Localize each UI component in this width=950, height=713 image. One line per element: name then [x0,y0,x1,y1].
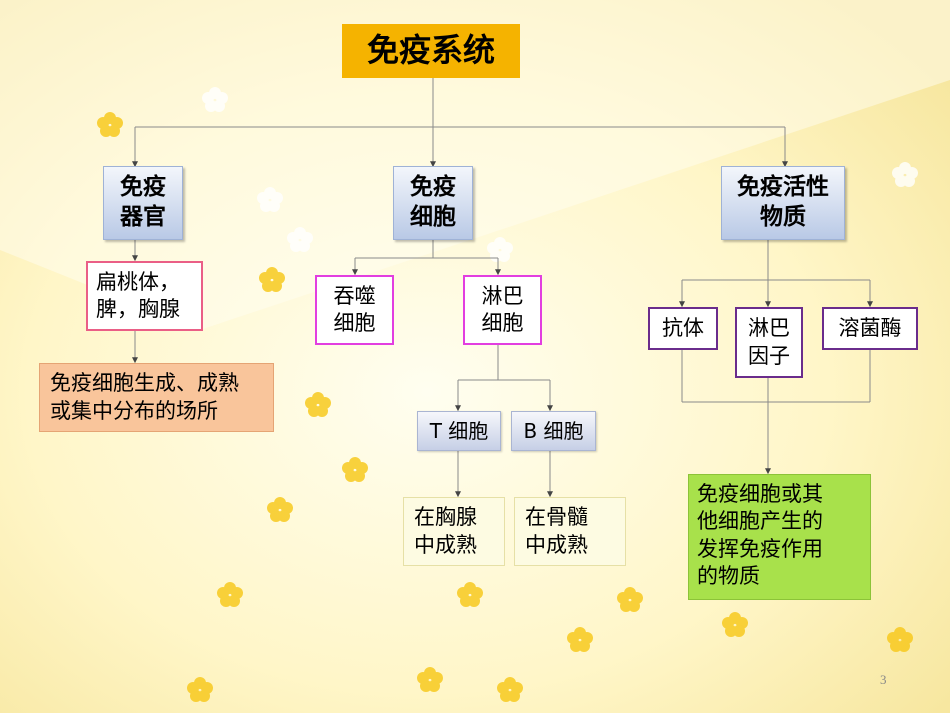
node-phagocyte-text: 吞噬 细胞 [333,283,376,335]
node-immune-organs: 免疫 器官 [103,166,183,240]
node-lysozyme-text: 溶菌酶 [838,315,902,340]
node-antibody: 抗体 [648,307,718,350]
node-b-cell-origin: 在骨髓 中成熟 [514,497,626,566]
page-number: 3 [880,672,887,687]
node-lymphocyte: 淋巴 细胞 [463,275,542,345]
node-organ-members: 扁桃体， 脾，胸腺 [86,261,203,331]
node-immune-cells-label: 免疫 细胞 [410,174,456,230]
node-active-substance-description-text: 免疫细胞或其 他细胞产生的 发挥免疫作用 的物质 [697,482,823,588]
node-b-cell: B 细胞 [511,411,596,451]
node-organ-description-text: 免疫细胞生成、成熟 或集中分布的场所 [50,371,239,423]
root-node-title: 免疫系统 [342,24,520,78]
node-immune-cells: 免疫 细胞 [393,166,473,240]
title-text: 免疫系统 [366,31,495,70]
node-immune-active-substances: 免疫活性 物质 [721,166,845,240]
node-t-cell: T 细胞 [417,411,501,451]
node-immune-active-substances-label: 免疫活性 物质 [737,174,829,230]
node-lysozyme: 溶菌酶 [822,307,918,350]
node-phagocyte: 吞噬 细胞 [315,275,394,345]
node-lymphocyte-text: 淋巴 细胞 [481,283,524,335]
node-b-cell-text: B 细胞 [523,419,584,443]
node-t-cell-origin-text: 在胸腺 中成熟 [414,505,477,557]
node-lymphokine: 淋巴 因子 [735,307,803,378]
node-t-cell-text: T 细胞 [429,419,489,443]
node-lymphokine-text: 淋巴 因子 [748,316,790,368]
node-organ-members-text: 扁桃体， 脾，胸腺 [96,269,180,321]
node-antibody-text: 抗体 [662,315,704,340]
node-organ-description: 免疫细胞生成、成熟 或集中分布的场所 [39,363,274,432]
node-t-cell-origin: 在胸腺 中成熟 [403,497,505,566]
node-immune-organs-label: 免疫 器官 [120,174,166,230]
node-b-cell-origin-text: 在骨髓 中成熟 [525,505,588,557]
node-active-substance-description: 免疫细胞或其 他细胞产生的 发挥免疫作用 的物质 [688,474,871,600]
